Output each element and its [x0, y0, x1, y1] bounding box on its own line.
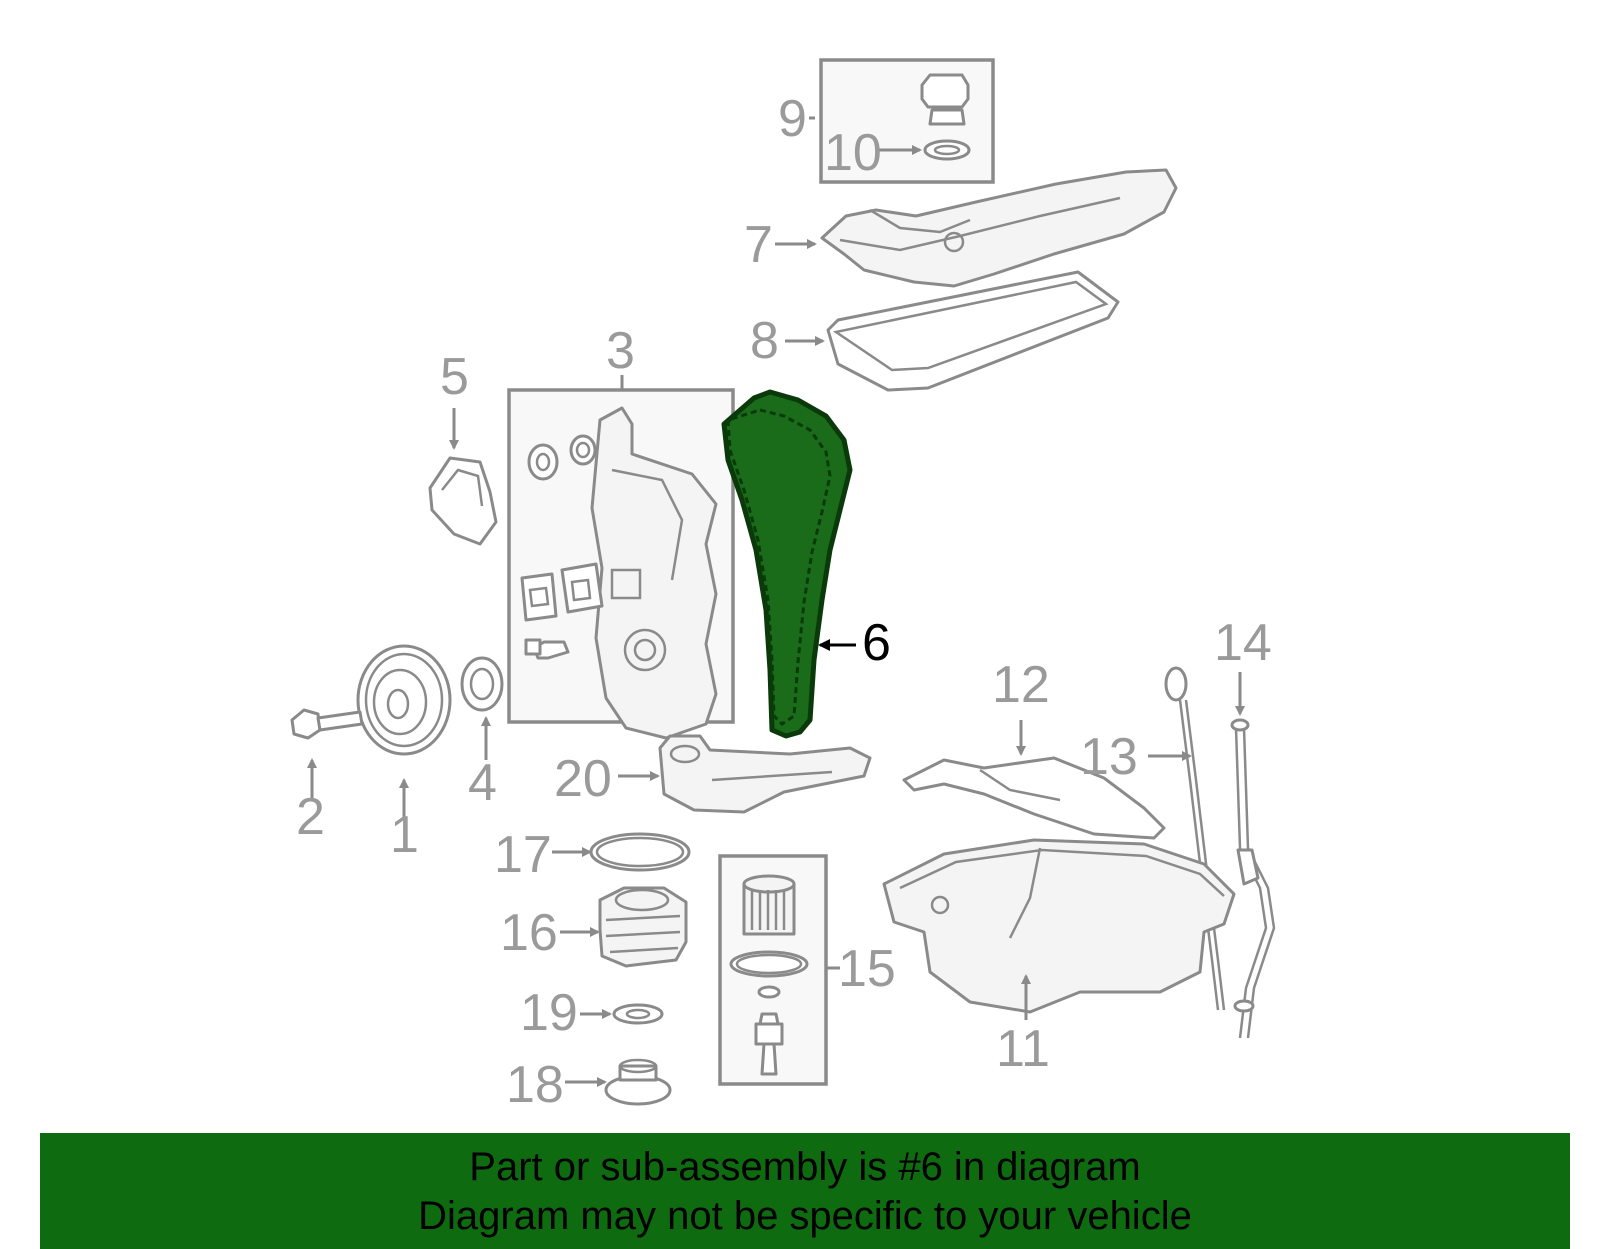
oil-filter-housing-cap: [560, 886, 688, 968]
oil-baffle: [902, 720, 1166, 840]
info-banner: Part or sub-assembly is #6 in diagram Di…: [40, 1133, 1570, 1249]
callout-5: 5: [440, 348, 469, 406]
callout-14: 14: [1214, 614, 1272, 672]
oil-pump: [618, 734, 872, 814]
filter-cap-o-ring: [552, 832, 691, 872]
crank-bolt: [290, 708, 364, 800]
drain-plug: [565, 1058, 672, 1106]
banner-line-2: Diagram may not be specific to your vehi…: [418, 1194, 1192, 1238]
callout-1: 1: [390, 806, 419, 864]
callout-6: 6: [862, 614, 891, 672]
dipstick-tube: [1230, 672, 1276, 1039]
callout-13: 13: [1080, 728, 1138, 786]
oil-pan: [882, 838, 1236, 1020]
callout-15: 15: [838, 940, 896, 998]
callout-3: 3: [606, 322, 635, 380]
timing-chain: [721, 389, 856, 739]
callout-16: 16: [500, 904, 558, 962]
callout-11: 11: [996, 1020, 1050, 1078]
callout-12: 12: [992, 656, 1050, 714]
timing-bracket: [428, 408, 498, 546]
valve-cover-gasket: [785, 270, 1120, 392]
callout-17: 17: [494, 826, 552, 884]
drain-plug-washer: [580, 1003, 664, 1025]
valve-cover: [775, 168, 1178, 288]
timing-cover-group: [507, 375, 735, 740]
crankshaft-pulley: [356, 644, 452, 820]
callout-4: 4: [468, 754, 497, 812]
banner-line-1: Part or sub-assembly is #6 in diagram: [469, 1145, 1141, 1189]
callout-7: 7: [744, 216, 773, 274]
callout-10: 10: [824, 124, 882, 182]
callout-18: 18: [506, 1056, 564, 1114]
front-seal: [460, 656, 504, 760]
callout-2: 2: [296, 788, 325, 846]
callout-19: 19: [520, 984, 578, 1042]
callout-20: 20: [554, 750, 612, 808]
oil-filter-element-group: [718, 854, 840, 1086]
oil-filler-cap-group: [809, 58, 995, 184]
callout-9: 9: [778, 90, 807, 148]
callout-8: 8: [750, 312, 779, 370]
